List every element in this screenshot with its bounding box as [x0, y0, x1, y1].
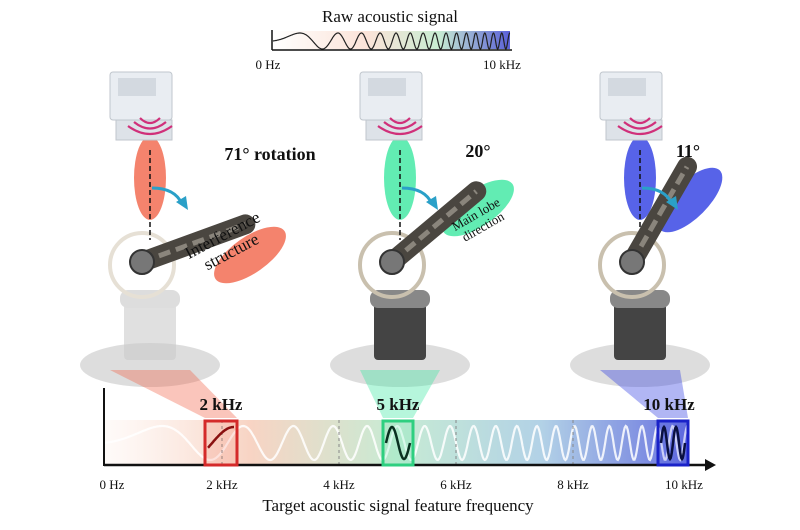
raw-signal-wave	[272, 32, 511, 50]
main-lobe	[657, 167, 723, 233]
rotation-arrowhead-icon	[666, 196, 678, 210]
projection-beam	[110, 370, 237, 418]
rotation-label: 11°	[676, 141, 700, 161]
raw-signal-band	[272, 31, 510, 49]
frequency-wave	[659, 424, 687, 462]
sound-wave-icon	[127, 125, 173, 136]
main-lobe	[442, 179, 514, 237]
frequency-label: 2 kHz	[200, 395, 243, 414]
shock-mount-icon	[108, 231, 176, 299]
sound-wave-icon	[383, 121, 417, 130]
frequency-label: 5 kHz	[377, 395, 420, 414]
panel-3: 11°	[570, 71, 723, 387]
sound-wave-icon	[133, 121, 167, 130]
sound-wave-icon	[629, 117, 651, 125]
frequency-highlight-1: 2 kHz	[110, 370, 243, 467]
rotation-label: 71° rotation	[224, 144, 315, 164]
axis-title: Target acoustic signal feature frequency	[262, 496, 534, 515]
tick-label: 6 kHz	[440, 477, 472, 492]
frequency-highlight-3: 10 kHz	[600, 370, 695, 467]
rotation-arrowhead-icon	[176, 196, 188, 210]
frequency-highlight-2: 5 kHz	[360, 370, 440, 467]
frequency-wave	[384, 425, 412, 461]
robot-base	[124, 300, 176, 360]
floor-shadow	[570, 343, 710, 387]
frequency-wave	[207, 425, 234, 449]
projection-beam	[360, 370, 440, 418]
tick-label: 8 kHz	[557, 477, 589, 492]
rotation-arrowhead-icon	[426, 196, 438, 210]
x-axis-arrow-icon	[705, 459, 716, 471]
microphone-capsule	[129, 249, 155, 275]
robot-base	[614, 300, 666, 360]
projection-beam	[600, 370, 688, 418]
frequency-label: 10 kHz	[643, 395, 695, 414]
microphone-grille	[390, 189, 478, 264]
raw-signal-title: Raw acoustic signal	[322, 7, 458, 26]
raw-signal-start-label: 0 Hz	[256, 57, 281, 72]
shock-mount-icon	[358, 231, 426, 299]
tick-label: 0 Hz	[100, 477, 125, 492]
sound-wave-icon	[389, 117, 411, 125]
panel-2: 20°Main lobedirection	[330, 71, 514, 387]
target-signal-wave	[103, 424, 689, 462]
shock-mount-icon	[598, 231, 666, 299]
microphone-grille	[629, 165, 690, 264]
raw-signal-end-label: 10 kHz	[483, 57, 521, 72]
tick-label: 10 kHz	[665, 477, 703, 492]
tick-label: 4 kHz	[323, 477, 355, 492]
robot-base	[374, 300, 426, 360]
floor-shadow	[330, 343, 470, 387]
sound-wave-icon	[377, 125, 423, 136]
microphone-grille	[141, 222, 247, 265]
microphone-capsule	[619, 249, 645, 275]
microphone-capsule	[379, 249, 405, 275]
device-screen	[608, 78, 646, 96]
sound-wave-icon	[617, 125, 663, 136]
sound-wave-icon	[139, 117, 161, 125]
sound-wave-icon	[623, 121, 657, 130]
floor-shadow	[80, 343, 220, 387]
rotation-label: 20°	[465, 141, 490, 161]
tick-label: 2 kHz	[206, 477, 238, 492]
main-lobe	[214, 226, 286, 284]
device-screen	[118, 78, 156, 96]
device-screen	[368, 78, 406, 96]
